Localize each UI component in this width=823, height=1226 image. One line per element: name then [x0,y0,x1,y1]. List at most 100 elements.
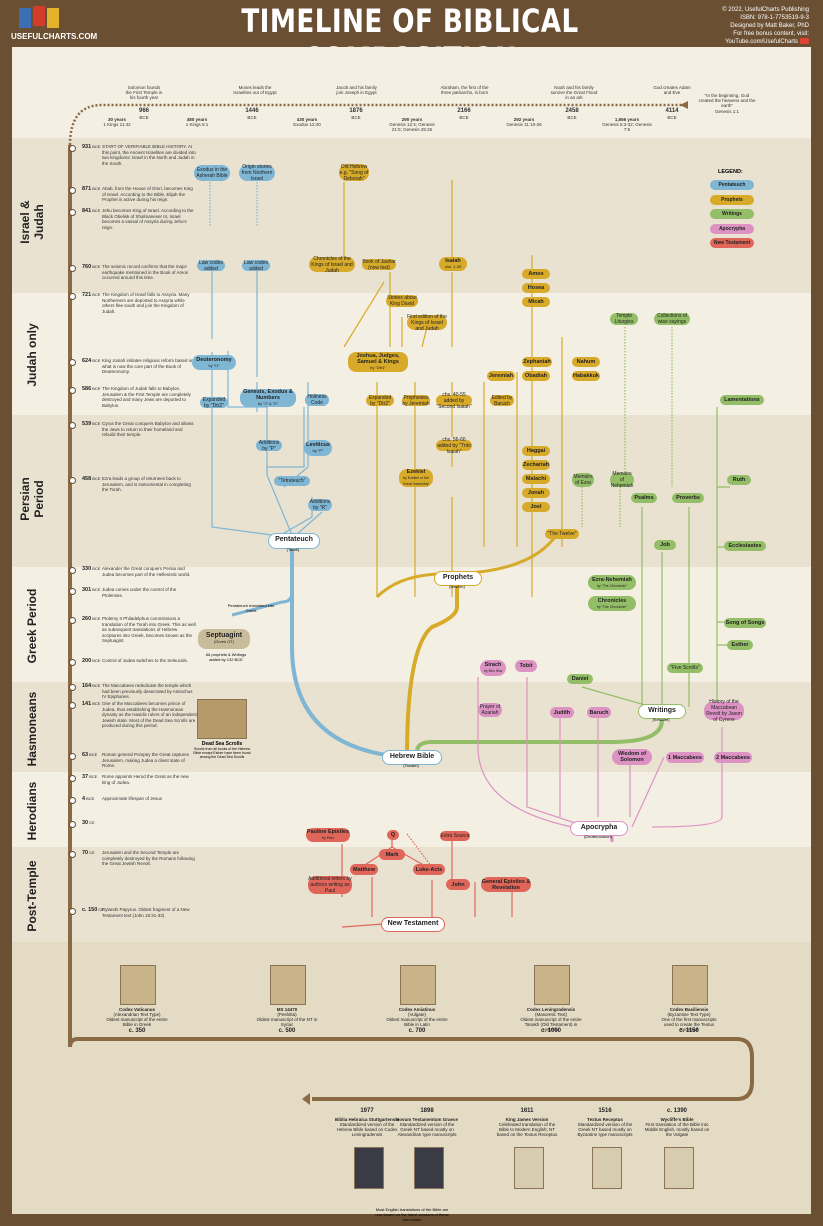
top-event-desc: Moses leads the Israelites out of Egypt [233,85,277,95]
top-event-desc: Solomon founds the First Temple in his f… [125,85,163,100]
dead-sea-scroll-image [197,699,247,739]
node-1-maccabees: 1 Maccabees [666,752,704,763]
event-year: 841 [82,208,92,214]
node-matthew: Matthew [350,864,378,875]
event-text: Control of Judea switches to the Seleuci… [102,658,189,663]
timeline-tick [69,209,76,216]
manuscript-desc: Oldest manuscript of the entire Bible in… [106,1017,168,1027]
manuscript-image [534,965,570,1005]
manuscript-date: 1611 [520,1108,534,1114]
timeline-tick [69,775,76,782]
event-year: 330 [82,566,92,572]
node-pentateuch: Pentateuch [268,533,320,549]
legend-item-writings: Writings [710,209,754,219]
event-date: 164BCE [82,683,100,689]
node-pentateuch-sub: (Torah) [286,547,300,552]
event-era: BCE [92,476,101,481]
event-year: 624 [82,358,92,364]
event-era: CE [89,820,95,825]
youtube-link[interactable]: YouTube.com/UsefulCharts [649,38,809,46]
top-year: 1446 [245,108,259,114]
event-date: 30CE [82,820,95,826]
node-hebrew-bible-sub: (Tanakh) [403,763,419,768]
timeline-tick [69,821,76,828]
manuscript-label: MS 14470(Peshitta)Oldest manuscript of t… [254,1007,320,1027]
node-ecclesiastes: Ecclesiastes [724,541,766,551]
node-general-epistles: General Epistles & Revelation [481,877,531,892]
event-text: Jehu becomes King of Israel. According t… [102,208,194,230]
event-era: CE [89,850,95,855]
event-text: Judea comes under the control of the Pto… [102,587,177,598]
legend-item-new-testament: New Testament [710,238,754,248]
event-era: BCE [92,421,101,426]
event-text: Cyrus the Great conquers Babylon and all… [102,421,194,437]
manuscript-image [354,1147,384,1189]
node-prophesies-jeremiah: Prophesies by Jeremiah [402,394,430,407]
node-jonah: Jonah [522,488,550,498]
event-date: 330BCE [82,566,100,572]
top-event-desc: Noah and his family survive the Great Fl… [550,85,598,100]
event-year: 760 [82,264,92,270]
timeline-tick [69,145,76,152]
manuscript-name: Biblia Hebraica Stuttgartensia [334,1117,400,1122]
manuscript-desc: Celebrated translation of the Bible to M… [496,1122,558,1137]
manuscript-date: 1516 [598,1108,612,1114]
band-israel-judah: Israel & Judah [12,138,811,293]
event-year: 63 [82,752,89,758]
timeline-tick [69,265,76,272]
node-wise-sayings: Collections of wise sayings [654,313,690,325]
manuscript-date: c. 500 [278,1028,296,1034]
node-micah: Micah [522,297,550,307]
band-persian: Persian Period [12,415,811,567]
legend-item-prophets: Prophets [710,195,754,205]
node-exodus-asherah: Exodus in the Asherah Bible [194,165,230,181]
logo-text[interactable]: USEFULCHARTS.COM [11,32,98,41]
top-era: BCE [247,115,257,120]
gap-note: 1 Kings 11:42 [103,122,131,127]
node-song-of-songs: Song of Songs [724,618,766,628]
node-additions-p: Additions by "P" [256,440,282,452]
event-era: BCE [92,658,101,663]
node-first-edition-kings: First edition of the Kings of Israel and… [407,313,447,332]
node-additions-r: Additions by "R" [308,499,332,511]
event-era: BCE [92,264,101,269]
timeline-tick [69,684,76,691]
top-year: 2458 [565,108,579,114]
node-job: Job [654,540,676,550]
timeline-tick [69,908,76,915]
top-year: 4114 [665,108,679,114]
node-zephaniah: Zephaniah [522,357,552,367]
manuscript-sub: (Byzantine Text Type) [667,1012,711,1017]
timeline-tick [69,617,76,624]
node-prayer-azariah: Prayer of Azariah [478,703,502,717]
event-era: BCE [92,616,101,621]
event-year: 37 [82,774,89,780]
node-baruch: Baruch [587,707,611,718]
node-expanded-dtr2: Expanded by "Dtr2" [200,397,228,409]
node-luke-acts: Luke-Acts [413,864,445,875]
top-year: 1876 [349,108,363,114]
node-lamentations: Lamentations [720,395,764,405]
manuscript-date: 1977 [360,1108,374,1114]
band-greek: Greek Period [12,567,811,682]
event-era: CE [98,907,104,912]
manuscript-name: Codex Leningradensis [526,1007,576,1012]
node-ruth: Ruth [727,475,751,485]
event-text: The Maccabees rededicate the temple whic… [102,683,193,699]
node-amos: Amos [522,269,550,279]
event-date: 539BCE [82,421,100,427]
top-era: BCE [459,115,469,120]
top-era: BCE [567,115,577,120]
timeline-tick [69,588,76,595]
event-date: 301BCE [82,587,100,593]
bottom-note: Most English translations of the Bible a… [375,1207,449,1222]
gap-note: 1 Kings 6:1 [185,122,209,127]
timeline-tick [69,477,76,484]
manuscript-label: Codex Vaticanus(Alexandrian Text Type)Ol… [104,1007,170,1027]
manuscript-desc: One of the first manuscripts used to cre… [661,1017,717,1032]
node-temple-liturgies: Temple Liturgies [610,313,638,325]
node-history-maccabean: History of the Maccabean Revolt by Jason… [704,699,744,723]
